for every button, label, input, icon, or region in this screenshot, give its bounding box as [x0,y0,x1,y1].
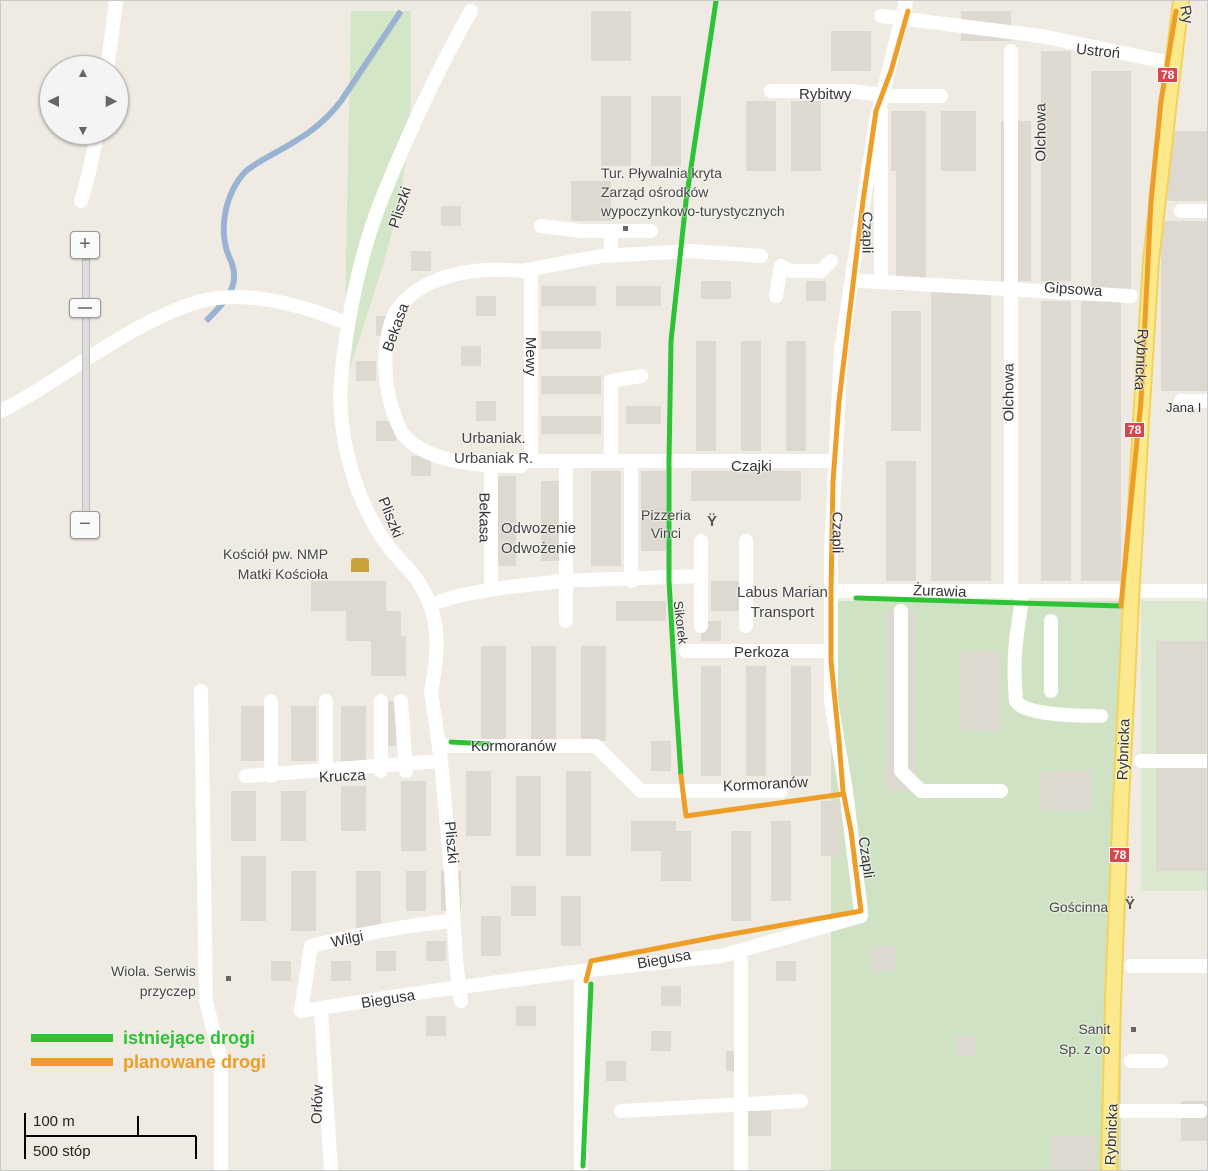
poi-dot-icon [1131,1027,1136,1032]
scale-label-imperial: 500 stóp [33,1143,91,1160]
poi-label: wypoczynkowo-turystycznych [601,203,785,219]
poi-label: Matki Kościoła [237,566,329,582]
poi-label: Odwożenie [501,540,577,557]
existing-road-line [448,739,492,747]
road-shield-78: 78 [1157,67,1179,83]
existing-road-line [853,595,1124,609]
poi-label: Wiola. Serwis [111,963,196,979]
street-label-czajki: Czajki [731,458,772,475]
street-label-czapli: Czapli [828,511,846,554]
street-label-olchowa: Olchowa [1000,363,1018,422]
street-label-orlow: Orłów [308,1084,327,1125]
poi-pizzeria[interactable]: Pizzeria Vinci [641,506,691,542]
poi-label: Pizzeria [641,507,691,523]
poi-label: Transport [750,604,815,621]
legend-item-planned: planowane drogi [31,1050,266,1074]
planned-road-line [583,8,911,984]
pan-right-icon[interactable]: ▶ [106,92,117,108]
poi-label: Kościół pw. NMP [223,546,329,562]
scale-label-metric: 100 m [33,1113,75,1130]
poi-label: Urbaniak. [461,430,526,447]
poi-sanit[interactable]: Sanit Sp. z oo [1059,1019,1110,1059]
poi-goscinna[interactable]: Gościnna [1049,897,1108,917]
restaurant-icon: Ÿ [1125,896,1136,913]
street-label-bekasa: Bekasa [475,492,493,543]
poi-odwozenie[interactable]: Odwozenie Odwożenie [501,519,576,559]
poi-plywalnia[interactable]: Tur. Pływalnia kryta Zarząd ośrodków wyp… [601,164,785,221]
poi-label: przyczep [139,983,196,999]
existing-road-line [666,1,719,779]
street-label-zurawia: Żurawia [912,582,967,601]
pan-up-icon[interactable]: ▲ [76,64,90,80]
buildings [231,11,1207,1170]
restaurant-icon: Ÿ [707,513,718,530]
poi-label: Sanit [1078,1021,1111,1037]
street-label-krucza: Krucza [318,766,367,787]
poi-kosciol[interactable]: Kościół pw. NMP Matki Kościoła [223,544,328,584]
zoom-slider-handle[interactable] [69,298,101,318]
existing-road-line [580,981,594,1169]
poi-wiola[interactable]: Wiola. Serwis przyczep [111,961,196,1001]
street-label-rybnicka: Rybnicka [1130,328,1151,391]
legend-swatch-planned [31,1058,113,1066]
church-icon [351,558,369,572]
street-label-rybitwy: Rybitwy [799,86,852,103]
scale-bar-graphic [24,1113,197,1159]
street-label-rybnicka: Rybnicka [1114,718,1134,781]
pan-down-icon[interactable]: ▼ [76,122,90,138]
road-shield-78: 78 [1109,847,1131,863]
poi-label: Urbaniak R. [454,450,534,467]
street-label-pliszki: Pliszki [440,820,462,865]
legend-item-existing: istniejące drogi [31,1026,266,1050]
poi-label: Labus Marian [737,584,828,601]
street-label-rybnicka: Ry [1176,3,1197,26]
poi-labus[interactable]: Labus Marian Transport [737,583,828,623]
street-label-mewy: Mewy [522,336,540,377]
road-shield-78: 78 [1124,422,1146,438]
zoom-out-button[interactable]: − [70,511,100,539]
poi-label: Sp. z oo [1059,1041,1111,1057]
poi-label: Tur. Pływalnia kryta [601,165,722,181]
pan-left-icon[interactable]: ◀ [48,92,59,108]
poi-dot-icon [623,226,628,231]
street-label-czapli: Czapli [858,211,876,254]
poi-dot-icon [226,976,231,981]
poi-urbaniak[interactable]: Urbaniak. Urbaniak R. [454,429,533,469]
street-label-rybnicka: Rybnicka [1102,1103,1122,1166]
street-label-kormoranow: Kormoranów [471,738,557,755]
scale-bar: 100 m 500 stóp [23,1111,223,1169]
pan-control[interactable]: ▲ ▼ ◀ ▶ [39,55,129,145]
poi-label: Gościnna [1049,899,1109,915]
river [203,9,404,324]
map-legend: istniejące drogi planowane drogi [31,1026,266,1074]
poi-label: Zarząd ośrodków [601,184,709,200]
legend-label-planned: planowane drogi [123,1051,267,1072]
legend-swatch-existing [31,1034,113,1042]
street-label-olchowa: Olchowa [1032,103,1050,162]
street-label-jana: Jana I [1166,400,1202,415]
poi-label: Vinci [650,525,681,541]
street-label-perkoza: Perkoza [734,644,790,661]
zoom-in-button[interactable]: + [70,231,100,259]
poi-label: Odwozenie [501,520,577,537]
planned-road-line [678,773,846,819]
legend-label-existing: istniejące drogi [123,1027,256,1048]
planned-road-line [1118,8,1179,609]
